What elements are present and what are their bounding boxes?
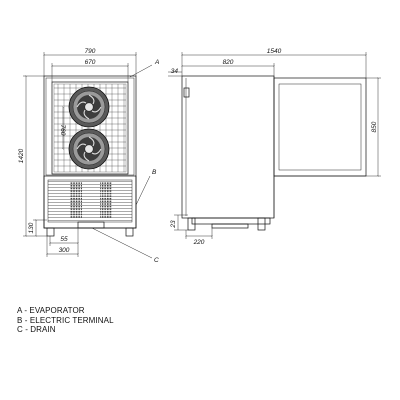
side-foot-left xyxy=(187,217,196,231)
front-drain-pipe xyxy=(77,221,105,229)
callout-a: A xyxy=(129,59,159,78)
legend-item-drain: C - DRAIN xyxy=(17,325,56,335)
side-drain-pipe xyxy=(211,223,249,229)
callout-c-label: C xyxy=(154,257,159,264)
side-view xyxy=(181,75,367,231)
front-dimensions: 790 670 1420 760 130 55 300 xyxy=(18,48,137,257)
callout-b-label: B xyxy=(152,169,157,176)
front-cabinet-inner-outline xyxy=(45,77,135,176)
callout-c: C xyxy=(91,227,159,264)
dim-front-total-width: 790 xyxy=(85,48,96,55)
dim-front-inner-width: 670 xyxy=(85,59,96,66)
front-foot-right xyxy=(125,227,134,237)
evaporator-frame xyxy=(51,81,129,175)
legend-item-evaporator: A - EVAPORATOR xyxy=(17,306,85,315)
dim-evaporator-height: 760 xyxy=(59,125,66,136)
dim-terminal-offset: 220 xyxy=(193,239,205,246)
side-foot-right xyxy=(257,217,266,231)
dim-door-width: 820 xyxy=(223,59,234,66)
legend: A - EVAPORATOR B - ELECTRIC TERMINAL C -… xyxy=(17,306,114,335)
open-door-outline xyxy=(273,77,367,177)
front-view xyxy=(43,75,137,237)
legend-item-electric-terminal: B - ELECTRIC TERMINAL xyxy=(17,315,114,325)
dim-drain-offset: 55 xyxy=(60,236,68,243)
open-door-inner xyxy=(278,83,362,171)
front-foot-left xyxy=(46,227,55,237)
side-cabinet-outline xyxy=(181,75,275,219)
dim-door-height: 850 xyxy=(371,121,378,132)
side-hinge xyxy=(183,87,190,98)
evaporator-fan-bottom xyxy=(68,128,110,170)
dim-foot-height: 130 xyxy=(28,222,35,233)
callout-a-label: A xyxy=(154,59,159,66)
dim-terminal-height: 23 xyxy=(170,220,177,229)
dim-side-offset: 34 xyxy=(171,68,179,75)
front-vent-block-right xyxy=(100,182,112,218)
dim-front-height: 1420 xyxy=(18,148,25,163)
dim-side-total-width: 1540 xyxy=(267,48,282,55)
callout-b: B xyxy=(135,169,157,206)
dim-drain-spacing: 300 xyxy=(59,247,70,254)
front-vent-block-left xyxy=(70,182,82,218)
front-louvre-panel xyxy=(47,179,133,223)
evaporator-fan-top xyxy=(68,86,110,128)
side-dimensions: 1540 820 34 850 23 220 xyxy=(168,48,381,246)
